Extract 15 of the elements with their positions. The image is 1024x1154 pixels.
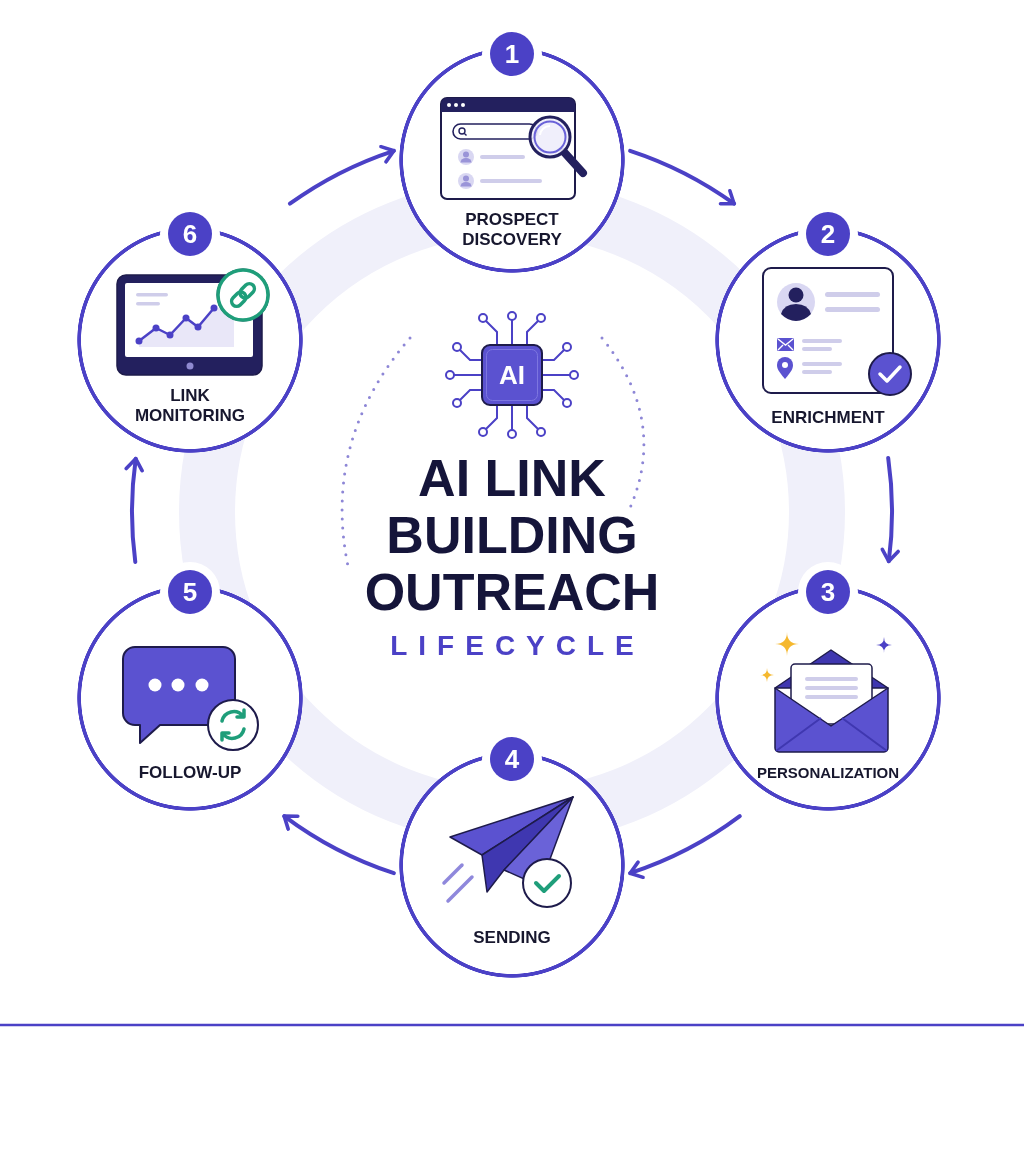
cycle-arrow xyxy=(880,456,900,564)
subtitle: LIFECYCLE xyxy=(389,629,645,663)
step-label: ENRICHMENT xyxy=(770,408,886,428)
cycle-arrow xyxy=(282,813,396,876)
cycle-arrow xyxy=(287,145,396,206)
cycle-arrow xyxy=(124,456,145,564)
cycle-arrow xyxy=(628,148,737,207)
chip-text: AI xyxy=(499,360,525,390)
step-label: LINK MONITORING xyxy=(133,386,247,426)
diagram-title: AI LINK BUILDING OUTREACH xyxy=(363,450,661,621)
step-label: PROSPECT DISCOVERY xyxy=(461,210,563,250)
cycle-arrow xyxy=(628,814,742,879)
step-label: SENDING xyxy=(472,928,552,948)
step-label: FOLLOW-UP xyxy=(137,763,243,783)
step-label: PERSONALIZATION xyxy=(755,763,901,783)
